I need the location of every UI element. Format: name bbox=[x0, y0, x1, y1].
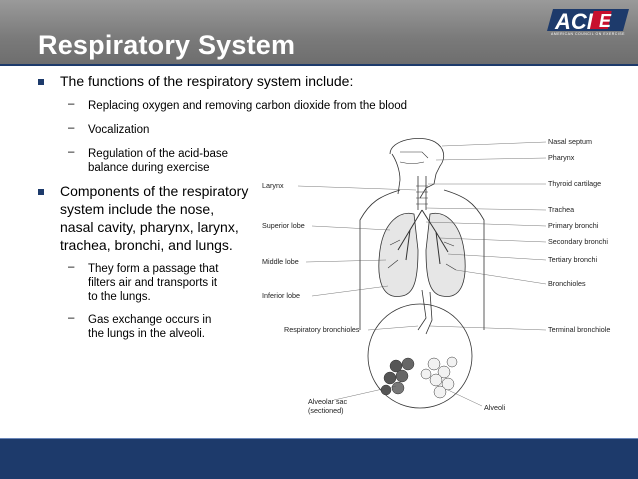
sub-bullet-passage-1: They form a passage that bbox=[88, 263, 219, 275]
label-superior-lobe: Superior lobe bbox=[262, 221, 305, 230]
header-rule bbox=[0, 64, 638, 66]
sub-bullet-vocalization: Vocalization bbox=[88, 124, 150, 136]
sub-bullet-passage-3: to the lungs. bbox=[88, 291, 151, 303]
bullet-components-4: trachea, bronchi, and lungs. bbox=[60, 237, 233, 253]
bullet-marker bbox=[38, 79, 44, 85]
label-pharynx: Pharynx bbox=[548, 153, 575, 162]
label-larynx: Larynx bbox=[262, 181, 284, 190]
label-primary-bronchi: Primary bronchi bbox=[548, 221, 599, 230]
label-nasal-septum: Nasal septum bbox=[548, 137, 592, 146]
header-bar bbox=[0, 0, 638, 64]
sub-bullet-gas-1: Gas exchange occurs in bbox=[88, 314, 212, 326]
label-secondary-bronchi: Secondary bronchi bbox=[548, 237, 608, 246]
label-thyroid-cartilage: Thyroid cartilage bbox=[548, 179, 601, 188]
sub-bullet-acid-base-1: Regulation of the acid-base bbox=[88, 148, 229, 160]
label-middle-lobe: Middle lobe bbox=[262, 257, 299, 266]
sub-bullet-acid-base-2: balance during exercise bbox=[88, 162, 210, 174]
sub-bullet-passage-2: filters air and transports it bbox=[88, 277, 218, 289]
label-terminal-bronchiole: Terminal bronchiole bbox=[548, 325, 610, 334]
dash-marker: – bbox=[68, 261, 75, 273]
label-trachea: Trachea bbox=[548, 205, 574, 214]
logo-tagline: AMERICAN COUNCIL ON EXERCISE bbox=[551, 32, 625, 36]
svg-text:E: E bbox=[599, 11, 612, 31]
label-respiratory-bronchioles: Respiratory bronchioles bbox=[284, 325, 360, 334]
footer-border bbox=[0, 438, 638, 439]
bullet-marker bbox=[38, 189, 44, 195]
slide-title: Respiratory System bbox=[38, 30, 296, 60]
bullet-components-2: system include the nose, bbox=[60, 201, 215, 217]
sub-bullet-oxygen: Replacing oxygen and removing carbon dio… bbox=[88, 100, 408, 112]
footer-bar bbox=[0, 438, 638, 479]
bullet-functions: The functions of the respiratory system … bbox=[60, 73, 354, 89]
dash-marker: – bbox=[68, 312, 75, 324]
label-alveoli: Alveoli bbox=[484, 403, 506, 412]
dash-marker: – bbox=[68, 146, 75, 158]
sub-bullet-gas-2: the lungs in the alveoli. bbox=[88, 328, 205, 340]
ace-logo: ACE E bbox=[547, 9, 629, 34]
label-sectioned: (sectioned) bbox=[308, 406, 344, 415]
label-tertiary-bronchi: Tertiary bronchi bbox=[548, 255, 598, 264]
label-bronchioles: Bronchioles bbox=[548, 279, 586, 288]
label-alveolar-sac: Alveolar sac bbox=[308, 397, 348, 406]
dash-marker: – bbox=[68, 98, 75, 110]
bullet-components-3: nasal cavity, pharynx, larynx, bbox=[60, 219, 239, 235]
bullet-components-1: Components of the respiratory bbox=[60, 183, 249, 199]
respiratory-diagram: Nasal septum Pharynx Thyroid cartilage T… bbox=[262, 137, 610, 415]
dash-marker: – bbox=[68, 122, 75, 134]
label-inferior-lobe: Inferior lobe bbox=[262, 291, 300, 300]
